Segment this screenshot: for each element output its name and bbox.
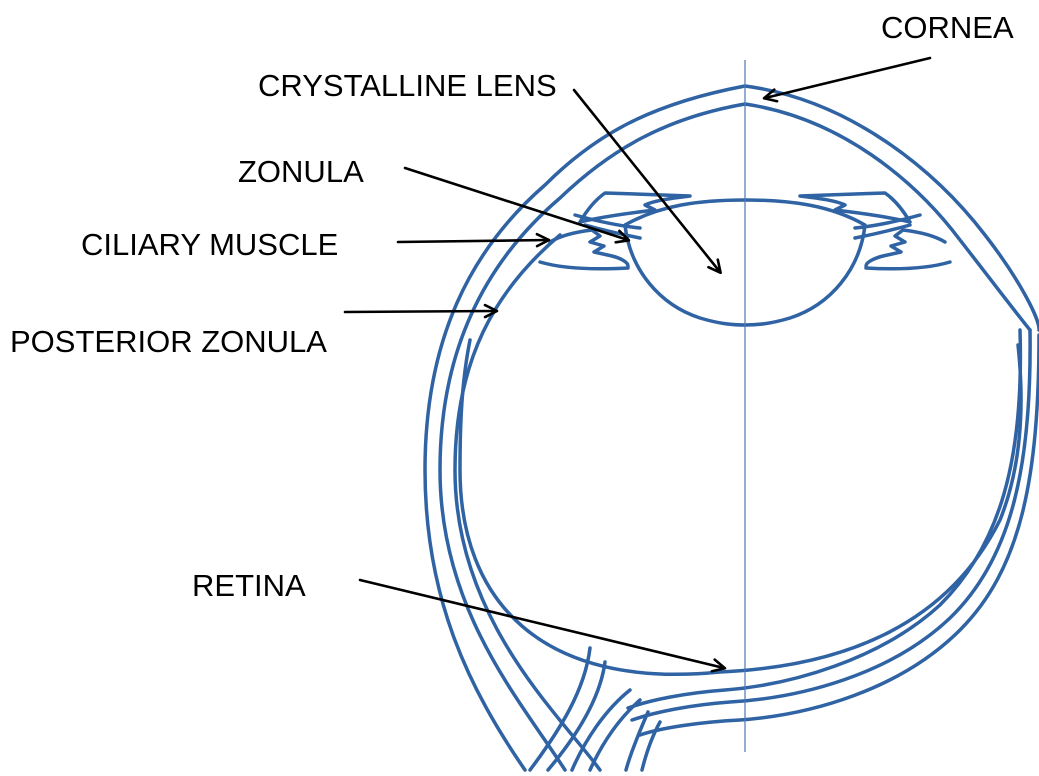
labels: CORNEA CRYSTALLINE LENS ZONULA CILIARY M… [10, 10, 1014, 603]
optic-nerve-line-4 [642, 722, 660, 770]
cornea-pointer [765, 58, 930, 98]
ciliary-muscle-label: CILIARY MUSCLE [81, 227, 338, 262]
right-wall-inner [628, 330, 1020, 708]
optic-nerve-line-1 [572, 690, 630, 770]
ciliary-muscle-pointer [398, 240, 548, 242]
posterior-zonula-pointer [345, 311, 496, 312]
posterior-zonula-label: POSTERIOR ZONULA [10, 324, 327, 359]
ciliary-body-right [866, 230, 945, 266]
crystalline-lens-label: CRYSTALLINE LENS [258, 68, 557, 103]
optic-nerve-line-2 [590, 700, 640, 770]
cornea-label: CORNEA [881, 10, 1014, 45]
posterior-zonula-left [540, 262, 628, 269]
label-pointers [345, 58, 930, 668]
eye-drawing [425, 86, 1039, 770]
retina-label: RETINA [192, 568, 306, 603]
zonula-label: ZONULA [238, 154, 364, 189]
retina-pointer [360, 580, 724, 668]
sclera-outer-contour [425, 86, 1039, 770]
posterior-zonula-right [866, 262, 950, 269]
